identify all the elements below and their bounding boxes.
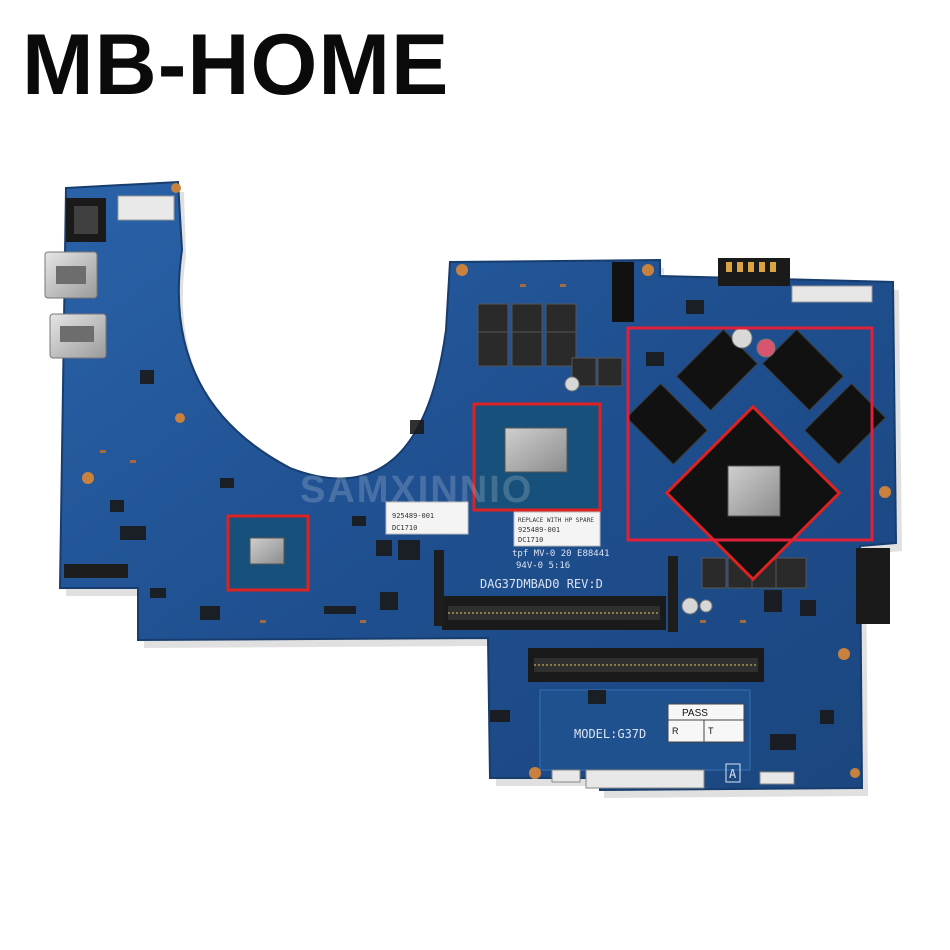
sata-connector-right <box>856 548 890 624</box>
sticker-part-number: 925489-001 <box>518 526 560 534</box>
sticker-left: 925489-001 DC1710 <box>385 501 469 535</box>
sticker-left-part: 925489-001 <box>392 512 434 520</box>
gpu-highlight-box <box>626 326 874 542</box>
brand-title: MB-HOME <box>22 17 450 113</box>
power-connector <box>718 258 790 286</box>
bottom-connector-small <box>551 769 581 783</box>
pass-card: PASS R T <box>667 703 745 743</box>
board-code: DAG37DMBAD0 REV:D <box>480 577 603 591</box>
usb-port-1 <box>44 251 98 299</box>
sticker-left-date: DC1710 <box>392 524 417 532</box>
gpu-memory-chips <box>625 328 887 466</box>
watermark: SAMXINNIO <box>300 469 533 511</box>
slot-guide-right <box>668 556 678 632</box>
cpu-chip <box>472 402 602 512</box>
bottom-connector-main <box>585 769 705 789</box>
ribbon-connector-top <box>791 285 873 303</box>
corner-mark: A <box>729 767 737 781</box>
gpu-chip <box>664 404 842 582</box>
mfg-code-line2: 94V-0 5:16 <box>516 561 570 571</box>
mfg-code-line1: tpf MV-0 20 E88441 <box>512 549 610 559</box>
pch-chip <box>226 514 310 592</box>
sticker-right: REPLACE WITH HP SPARE 925489-001 DC1710 <box>513 511 601 547</box>
ram-slot-upper <box>442 596 666 630</box>
pass-card-right: T <box>708 726 714 736</box>
sata-connector <box>66 198 106 242</box>
slot-guide-left <box>434 550 444 626</box>
vrm-chokes <box>477 303 807 589</box>
bottom-connector-right <box>759 771 795 785</box>
flat-connector-top <box>117 195 175 221</box>
m2-slot <box>612 262 634 322</box>
pass-card-title: PASS <box>682 708 708 719</box>
pass-card-left: R <box>672 726 679 736</box>
ram-slot-lower <box>528 648 764 682</box>
sticker-replace-line: REPLACE WITH HP SPARE <box>518 517 594 524</box>
sticker-date-code: DC1710 <box>518 536 543 544</box>
board-model: MODEL:G37D <box>574 727 646 741</box>
usb-port-2 <box>49 313 107 359</box>
edge-connector-left <box>64 564 128 578</box>
